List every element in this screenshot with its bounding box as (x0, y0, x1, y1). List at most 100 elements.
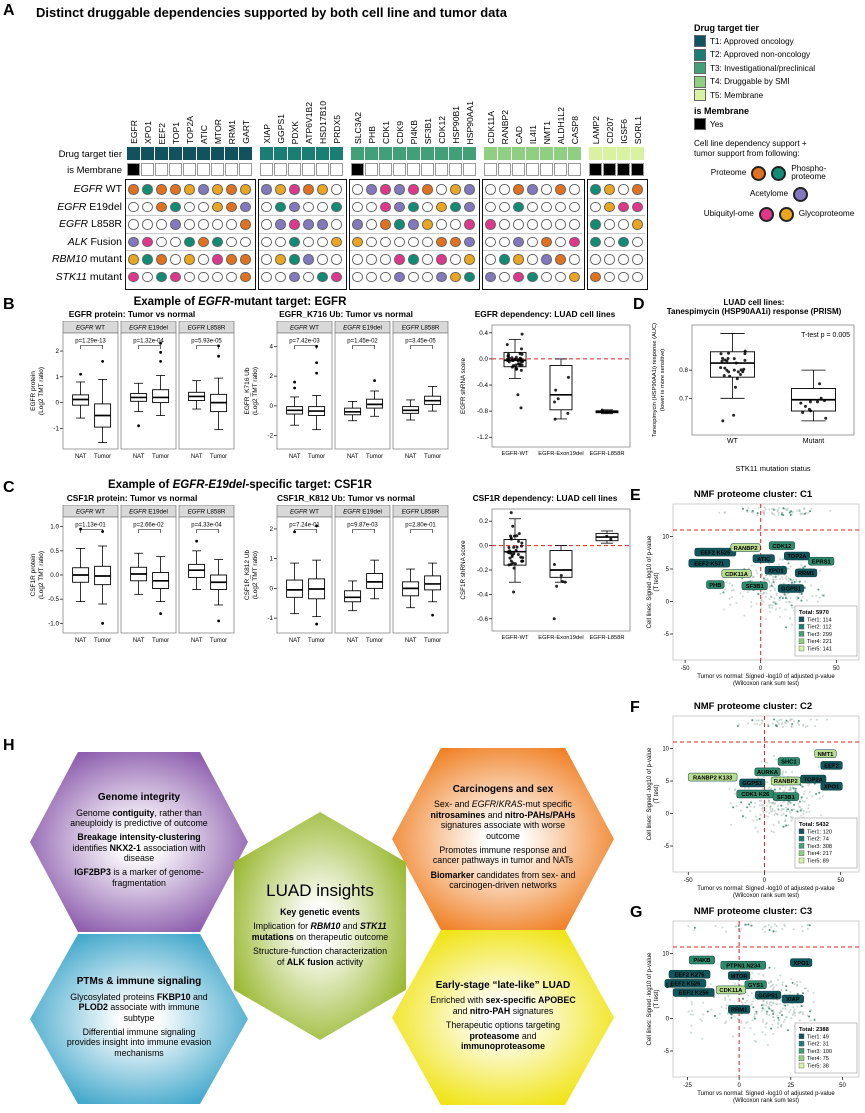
chart-circle (744, 816, 747, 819)
chart-title: CSF1R_K812 Ub: Tumor vs normal (276, 493, 416, 503)
chart-circle (736, 370, 740, 374)
membrane-cell (211, 163, 224, 176)
omic-legend-row: Acetylome (694, 186, 864, 202)
empty-dot (499, 271, 510, 282)
chart-circle (778, 577, 782, 580)
chart-text: 5 (666, 567, 670, 573)
chart-rect (798, 828, 805, 834)
chart-circle (783, 593, 786, 596)
chart-circle (762, 600, 765, 603)
chart-path (352, 344, 375, 349)
chart-circle (800, 592, 803, 595)
chart-circle (764, 761, 767, 764)
support-dot (317, 219, 328, 230)
chart-text: (Wilcoxon rank sum test) (733, 893, 799, 899)
chart-circle (800, 512, 803, 515)
chart-circle (772, 988, 775, 991)
chart-path (138, 528, 161, 533)
chart-circle (760, 1009, 764, 1012)
chart-circle (807, 803, 810, 806)
chart-text: p=9.87e-03 (347, 522, 378, 528)
chart-circle (765, 810, 768, 813)
chart-text: Tier1: 114 (807, 617, 832, 623)
chart-circle (774, 801, 777, 804)
support-dot (632, 219, 643, 230)
chart-text: EGFR protein (30, 370, 37, 410)
chart-circle (772, 601, 775, 604)
chart-text: 0.5 (50, 547, 59, 554)
chart-circle (761, 1007, 764, 1010)
chart-circle (771, 801, 774, 805)
chart-text: Tumor (424, 454, 441, 460)
support-dot (513, 271, 524, 282)
chart-text: p=1.45e-02 (347, 338, 378, 344)
chart-circle (766, 1001, 769, 1004)
chart-circle (807, 989, 810, 992)
chart-circle (552, 562, 556, 566)
chart-text: p=7.42e-03 (289, 338, 320, 344)
chart-circle (519, 368, 523, 372)
support-dot (303, 254, 314, 265)
chart-circle (747, 994, 750, 997)
support-dot (142, 236, 153, 247)
text-segment: activity (333, 956, 364, 967)
chart-circle (792, 1012, 795, 1015)
chart-text: Tier2: 74 (807, 837, 829, 843)
support-dot (289, 219, 300, 230)
membrane-cell (554, 163, 567, 176)
chart-circle (800, 599, 803, 602)
tier-cell (225, 147, 238, 160)
chart-circle (509, 510, 513, 514)
chart-circle (754, 801, 757, 805)
chart-circle (555, 584, 559, 588)
chart-circle (734, 792, 737, 795)
text-segment: nitro-PAHs/PAHs (504, 809, 576, 820)
chart-text: (Log2 TMT ratio) (252, 367, 259, 415)
chart-circle (790, 718, 793, 721)
chart-circle (781, 772, 784, 775)
chart-text: EGFR L858R (402, 508, 440, 515)
chart-circle (751, 509, 754, 512)
chart-rect (814, 749, 837, 758)
membrane-cell (421, 163, 434, 176)
omic-circle (758, 206, 774, 222)
chart-circle (782, 507, 785, 510)
gene-column-label: ATP6V1B2 (302, 28, 316, 144)
chart-circle (768, 1001, 771, 1004)
chart-circle (772, 1016, 775, 1019)
chart-title: EGFR protein: Tumor vs normal (68, 309, 196, 319)
chart-circle (784, 771, 788, 774)
chart-circle (809, 1008, 812, 1011)
support-dot (156, 201, 167, 212)
membrane-cell (225, 163, 238, 176)
membrane-cell (155, 163, 168, 176)
chart-circle (751, 719, 754, 722)
chart-circle (790, 815, 793, 819)
empty-dot (541, 201, 552, 212)
empty-dot (380, 254, 391, 265)
chart-circle (774, 930, 778, 933)
empty-dot (240, 236, 251, 247)
chart-circle (806, 724, 809, 727)
hexagon-paragraph: Differential immune signaling provides i… (66, 1027, 212, 1058)
chart-circle (763, 509, 766, 512)
support-dot (303, 184, 314, 195)
chart-circle (787, 803, 790, 806)
chart-tspan: EGFR (188, 324, 206, 331)
chart-circle (815, 792, 818, 795)
empty-dot (198, 219, 209, 230)
membrane-legend-item: Yes (694, 118, 864, 130)
omic-circle (771, 165, 787, 181)
chart-circle (780, 718, 783, 721)
chart-circle (757, 506, 760, 509)
chart-circle (739, 928, 743, 931)
chart-circle (739, 999, 742, 1002)
gene-name: NMT1 (541, 120, 552, 144)
gene-column-label: EGFR (127, 28, 141, 144)
chart-circle (800, 1004, 803, 1008)
chart-circle (719, 366, 723, 370)
